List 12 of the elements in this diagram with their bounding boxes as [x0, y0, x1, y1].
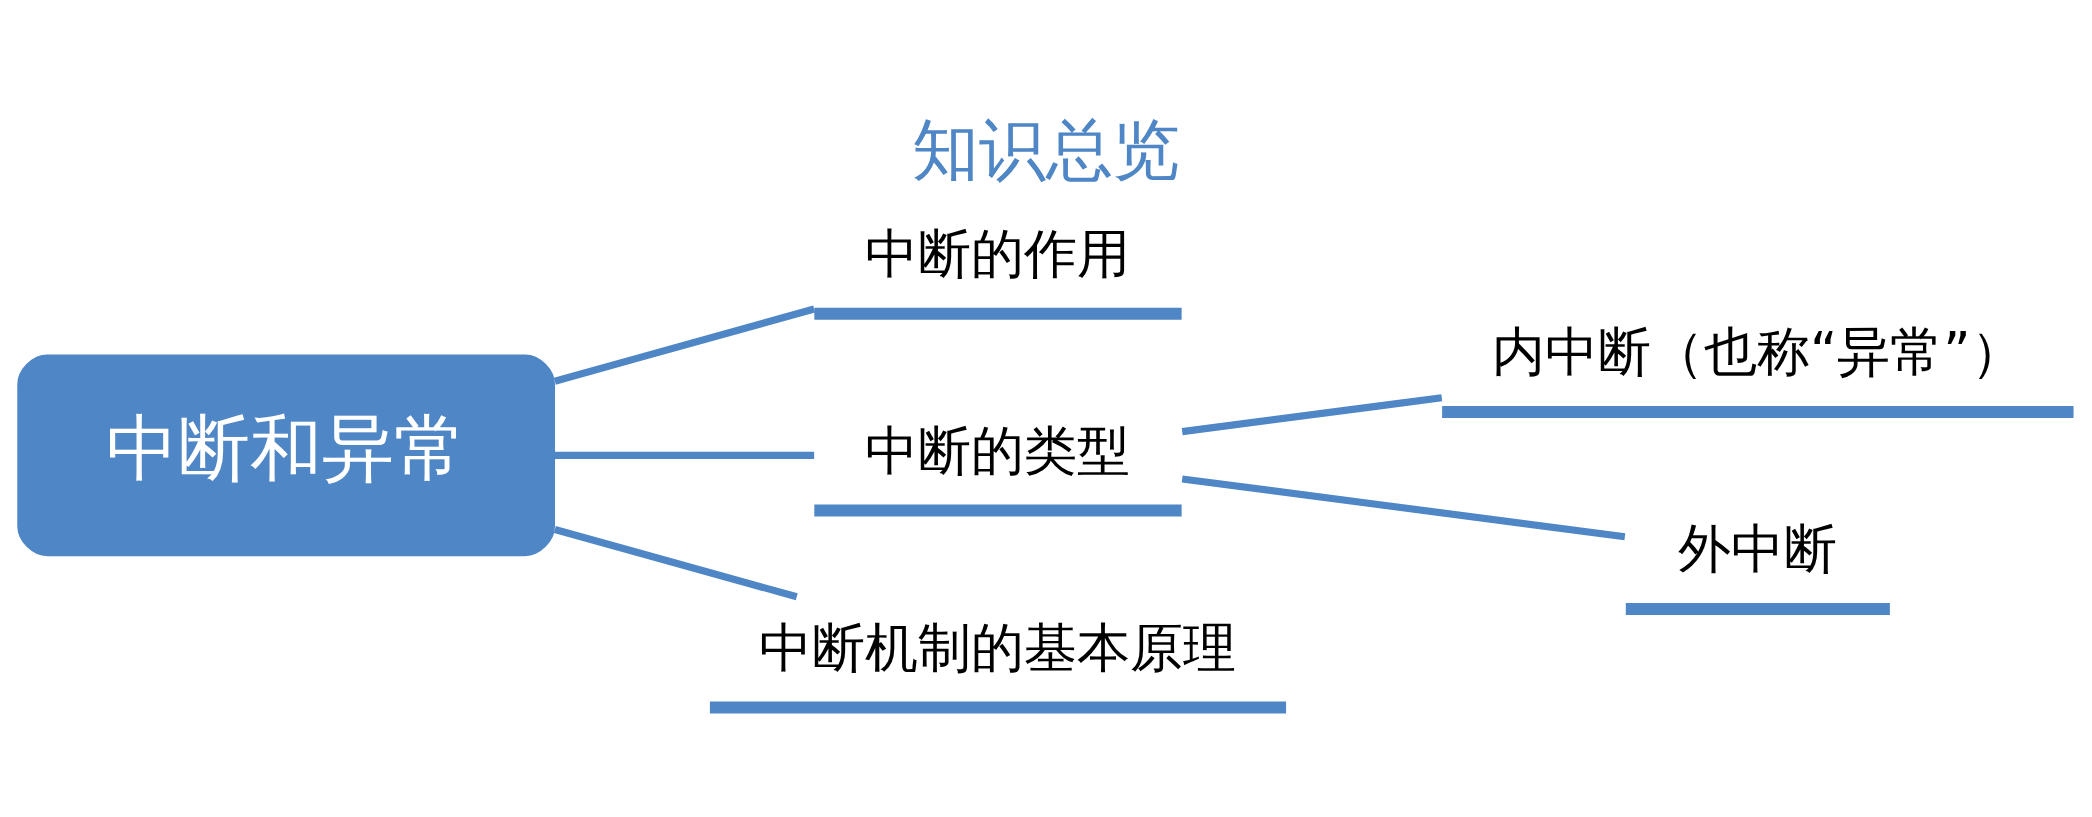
connector — [553, 526, 798, 601]
connector — [554, 451, 815, 459]
connector — [1181, 394, 1443, 436]
node-text: 中断机制的基本原理 — [759, 616, 1237, 678]
node-text: 外中断 — [1678, 518, 1838, 580]
diagram-title: 知识总览 — [912, 110, 1180, 189]
node-text: 内中断（也称“异常”） — [1491, 321, 2024, 383]
node-text: 中断的作用 — [865, 222, 1131, 284]
connector — [553, 305, 816, 385]
node-box: 中断和异常 — [17, 354, 556, 557]
node-text: 中断的类型 — [865, 419, 1131, 481]
connector — [1181, 475, 1626, 541]
